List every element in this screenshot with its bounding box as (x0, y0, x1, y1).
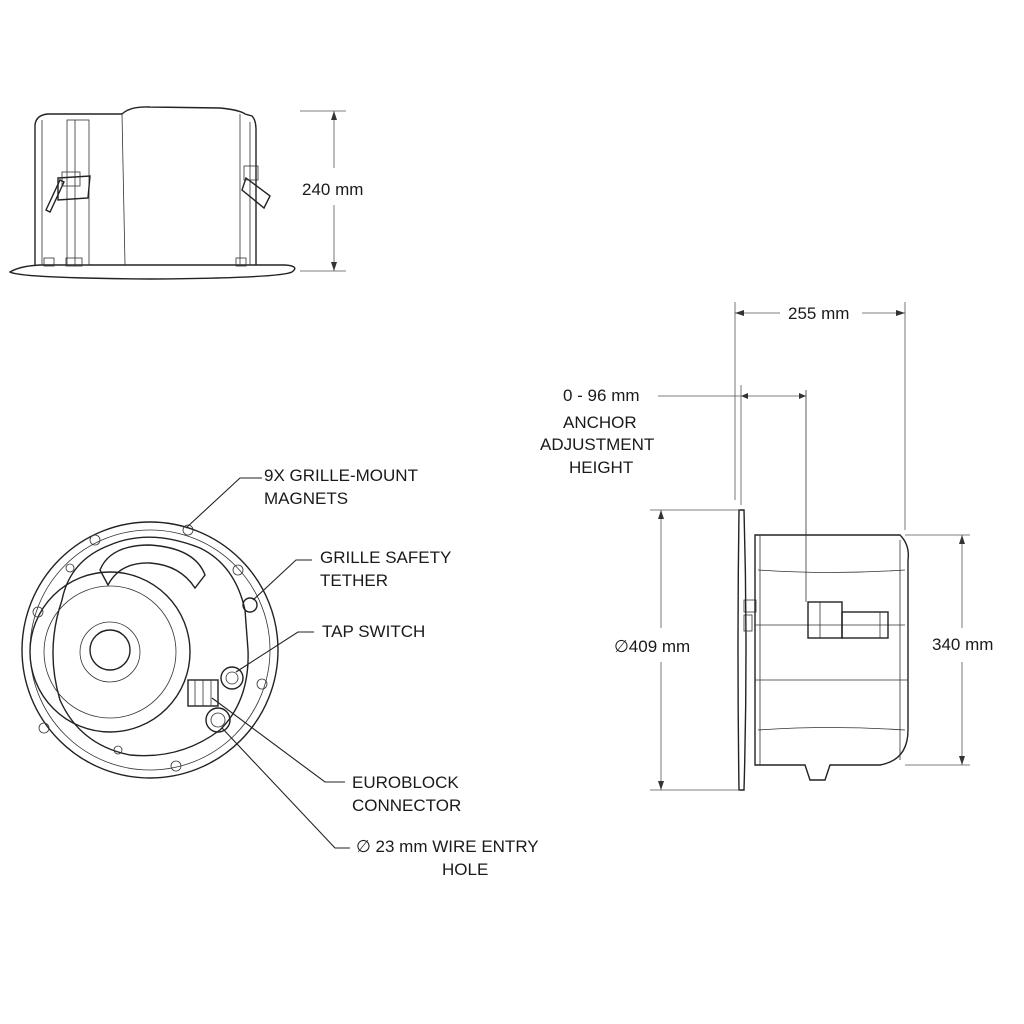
anchor-label-line1: ANCHOR (563, 413, 637, 432)
callout-tether-line1: GRILLE SAFETY (320, 548, 451, 567)
callout-magnets-line1: 9X GRILLE-MOUNT (264, 466, 418, 485)
anchor-range-dimension: 0 - 96 mm (563, 386, 640, 405)
callout-euroblock-line2: CONNECTOR (352, 796, 461, 815)
rear-view-circular (21, 477, 350, 849)
diameter-dimension: ∅409 mm (614, 637, 690, 656)
callout-magnets-line2: MAGNETS (264, 489, 348, 508)
callout-tap-switch: TAP SWITCH (322, 622, 425, 641)
callout-euroblock-line1: EUROBLOCK (352, 773, 459, 792)
anchor-label-line2: ADJUSTMENT (540, 435, 654, 454)
height-dimension-top: 240 mm (302, 180, 363, 199)
front-elevation-view (8, 106, 346, 280)
callout-wire-entry-line2: HOLE (442, 860, 488, 879)
callout-tether-line2: TETHER (320, 571, 388, 590)
anchor-label-line3: HEIGHT (569, 458, 633, 477)
side-elevation-view (650, 302, 970, 791)
callout-wire-entry-line1: ∅ 23 mm WIRE ENTRY (356, 837, 539, 856)
height-dimension-side: 340 mm (932, 635, 993, 654)
depth-dimension: 255 mm (788, 304, 849, 323)
